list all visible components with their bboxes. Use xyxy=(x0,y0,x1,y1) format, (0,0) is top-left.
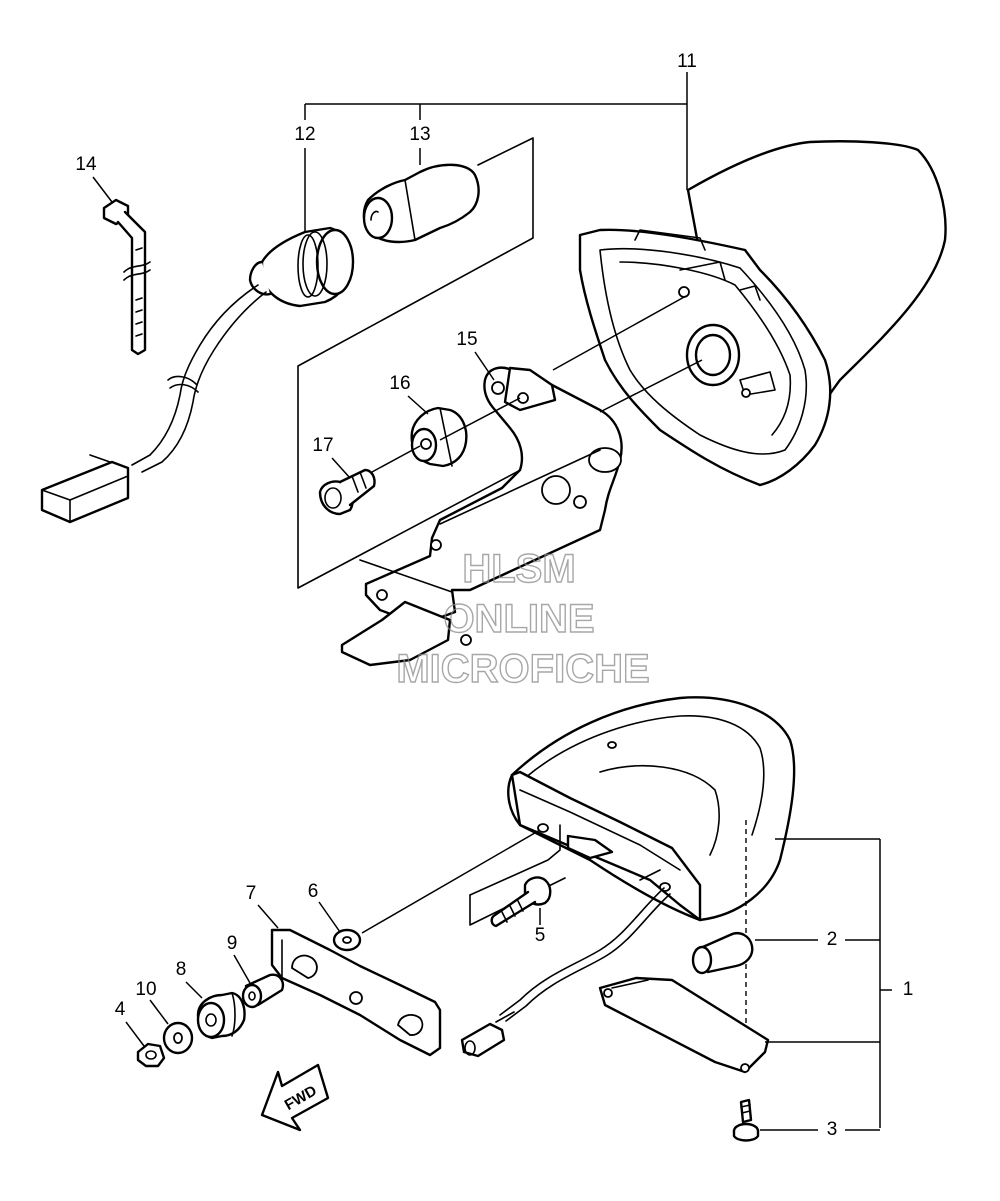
watermark-line-2: ONLINE xyxy=(443,597,594,641)
callout-12: 12 xyxy=(294,124,315,145)
callout-10: 10 xyxy=(135,979,156,1000)
callout-labels: 11 12 13 14 15 16 17 1 2 3 4 5 6 7 8 9 1… xyxy=(75,51,913,1140)
callout-9: 9 xyxy=(227,933,238,954)
callout-16: 16 xyxy=(389,373,410,394)
license-light-plate xyxy=(598,976,770,1074)
watermark-line-1: HLSM xyxy=(462,547,575,591)
screw-3 xyxy=(732,1098,760,1142)
callout-11: 11 xyxy=(677,51,697,72)
callout-7: 7 xyxy=(246,883,257,904)
bulb xyxy=(362,163,480,244)
stay-plate xyxy=(270,928,442,1057)
grommet xyxy=(410,406,468,468)
callout-15: 15 xyxy=(456,329,477,350)
callout-1: 1 xyxy=(903,979,914,1000)
upper-connection-lines xyxy=(371,295,703,473)
tail-light-lens xyxy=(507,696,796,922)
collar xyxy=(241,973,284,1009)
screw-lower xyxy=(490,876,552,928)
screw-upper xyxy=(318,468,376,516)
lower-wire-lead xyxy=(460,887,671,1058)
callout-14: 14 xyxy=(75,154,97,175)
bulb-socket xyxy=(40,226,355,524)
cable-tie xyxy=(102,198,151,356)
nut xyxy=(136,1042,166,1068)
leader-lines xyxy=(92,148,541,1047)
callout-6: 6 xyxy=(308,881,319,902)
assembly-outline-box xyxy=(297,137,546,589)
callout-3: 3 xyxy=(827,1119,838,1140)
damper xyxy=(196,991,246,1040)
watermark-line-3: MICROFICHE xyxy=(396,647,649,691)
bulb-lower xyxy=(691,932,754,975)
callout-4: 4 xyxy=(115,999,126,1020)
tail-light-housing xyxy=(578,140,947,487)
washer-10 xyxy=(162,1021,194,1055)
washer-6 xyxy=(332,928,362,952)
callout-13: 13 xyxy=(409,124,430,145)
callout-5: 5 xyxy=(535,925,546,946)
fwd-direction-arrow: FWD xyxy=(260,1063,330,1132)
callout-17: 17 xyxy=(312,435,333,456)
lower-connection-line xyxy=(361,829,541,934)
watermark: HLSM ONLINE MICROFICHE xyxy=(396,546,651,691)
callout-8: 8 xyxy=(176,959,187,980)
callout-bracket-1 xyxy=(755,838,892,1131)
callout-bracket-11 xyxy=(304,72,688,190)
callout-2: 2 xyxy=(827,929,838,950)
